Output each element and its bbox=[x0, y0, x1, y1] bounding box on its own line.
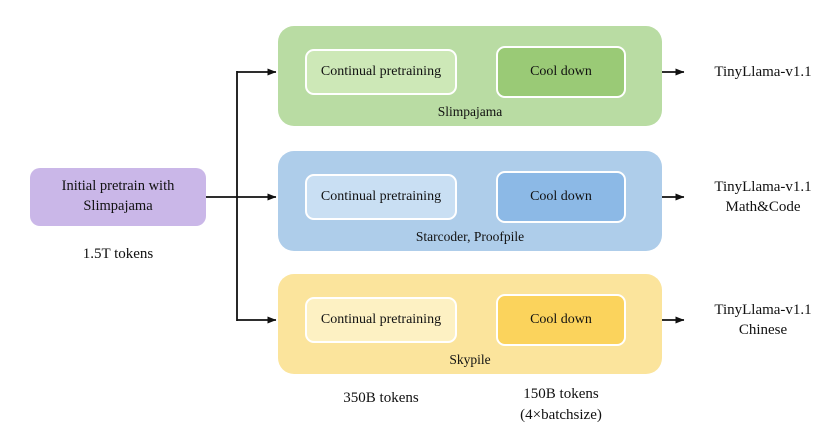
output-label-tinyllama-chinese: TinyLlama-v1.1 Chinese bbox=[688, 292, 838, 348]
continual-pretraining-label: Continual pretraining bbox=[320, 312, 442, 327]
branch-container-slimpajama: Continual pretraining Cool down Slimpaja… bbox=[278, 26, 662, 126]
initial-pretrain-box: Initial pretrain with Slimpajama bbox=[30, 168, 206, 226]
pretrain-tokens-label: 350B tokens bbox=[343, 390, 419, 406]
output-line-1: TinyLlama-v1.1 bbox=[714, 64, 812, 80]
cool-down-label: Cool down bbox=[530, 312, 592, 327]
initial-pretrain-label: Initial pretrain with Slimpajama bbox=[61, 178, 175, 214]
dataset-label-starcoder-proofpile: Starcoder, Proofpile bbox=[415, 229, 525, 244]
output-line-2: Math&Code bbox=[725, 199, 801, 215]
cool-down-label: Cool down bbox=[530, 189, 592, 204]
continual-pretraining-label: Continual pretraining bbox=[320, 64, 442, 79]
cool-down-box: Cool down bbox=[496, 46, 626, 98]
continual-pretraining-box: Continual pretraining bbox=[305, 49, 457, 95]
cool-down-box: Cool down bbox=[496, 294, 626, 346]
continual-pretraining-label: Continual pretraining bbox=[320, 189, 442, 204]
output-line-1: TinyLlama-v1.1 bbox=[714, 302, 812, 318]
cooldown-tokens-line-1: 150B tokens bbox=[523, 386, 599, 402]
cooldown-tokens-label: 150B tokens (4×batchsize) bbox=[486, 384, 636, 426]
cool-down-box: Cool down bbox=[496, 171, 626, 223]
branch-container-skypile: Continual pretraining Cool down Skypile bbox=[278, 274, 662, 374]
output-label-tinyllama: TinyLlama-v1.1 bbox=[688, 44, 838, 100]
continual-pretraining-box: Continual pretraining bbox=[305, 297, 457, 343]
cool-down-label: Cool down bbox=[530, 64, 592, 79]
dataset-label-skypile: Skypile bbox=[449, 352, 491, 367]
initial-tokens-label: 1.5T tokens bbox=[82, 246, 154, 262]
dataset-label-slimpajama: Slimpajama bbox=[437, 104, 503, 119]
output-line-1: TinyLlama-v1.1 bbox=[714, 179, 812, 195]
output-line-2: Chinese bbox=[738, 322, 788, 338]
continual-pretraining-box: Continual pretraining bbox=[305, 174, 457, 220]
output-label-tinyllama-math-code: TinyLlama-v1.1 Math&Code bbox=[688, 169, 838, 225]
cooldown-tokens-line-2: (4×batchsize) bbox=[520, 407, 602, 423]
branch-container-starcoder-proofpile: Continual pretraining Cool down Starcode… bbox=[278, 151, 662, 251]
